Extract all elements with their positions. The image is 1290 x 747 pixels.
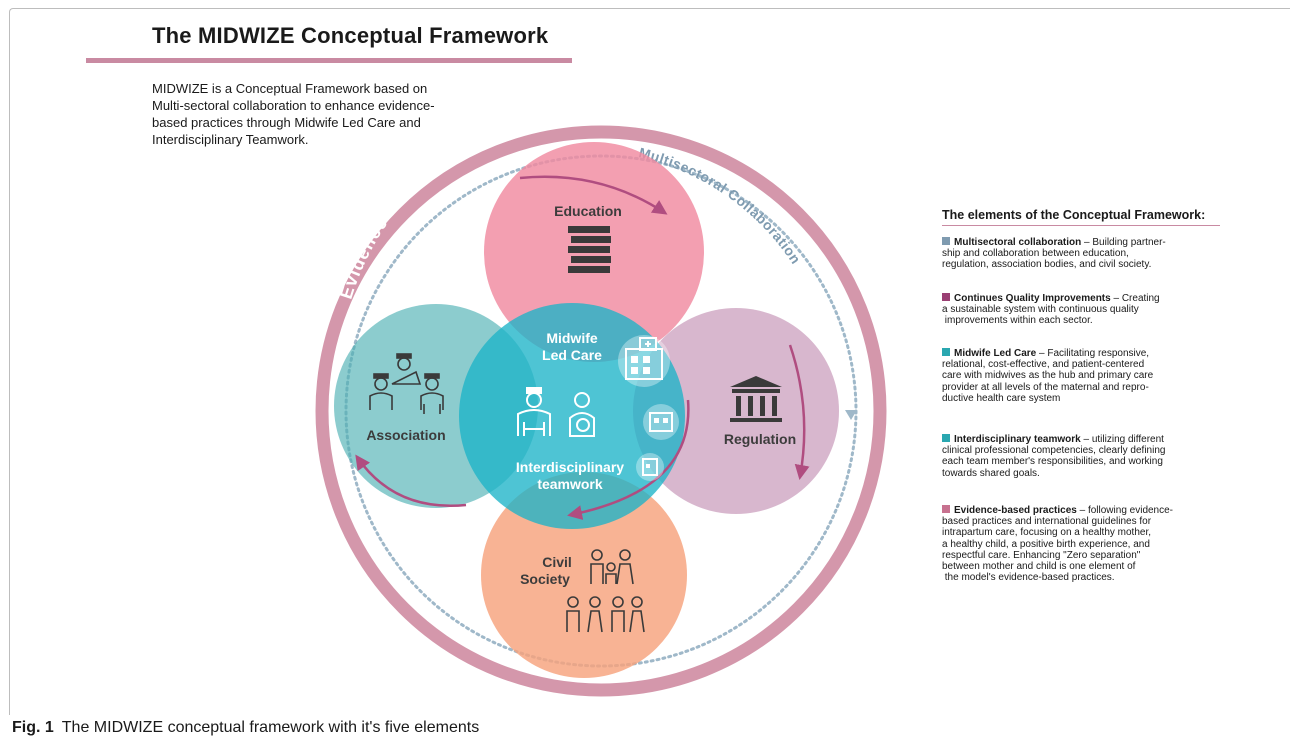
association-label: Association xyxy=(366,427,445,443)
element-color-square xyxy=(942,434,950,442)
family-icon xyxy=(590,549,634,585)
education-label: Education xyxy=(554,203,622,219)
figure-caption: Fig. 1 The MIDWIZE conceptual framework w… xyxy=(12,719,479,737)
element-item-midwife-led-care: Midwife Led Care – Facilitating responsi… xyxy=(942,348,1154,404)
element-item-evidence-based-practices: Evidence-based practices – following evi… xyxy=(942,505,1174,584)
civil-society-label-line2: Society xyxy=(520,571,570,587)
arrow-education xyxy=(519,175,668,215)
dotted-ring-arrowhead xyxy=(845,410,857,420)
clinic-icon xyxy=(643,404,679,440)
pregnant-woman-icon xyxy=(569,392,595,437)
title-underline xyxy=(86,58,572,63)
element-item-quality-improvements: Continues Quality Improvements – Creatin… xyxy=(942,293,1160,327)
element-item-interdisciplinary-teamwork: Interdisciplinary teamwork – utilizing d… xyxy=(942,434,1166,479)
figure-frame xyxy=(9,8,1290,715)
element-item-multisectoral: Multisectoral collaboration – Building p… xyxy=(942,237,1166,271)
figure-caption-text: The MIDWIZE conceptual framework with it… xyxy=(61,719,480,736)
outer-ring xyxy=(315,125,887,697)
books-icon xyxy=(568,226,611,273)
arrow-regulation xyxy=(788,344,810,480)
civil-society-label-line1: Civil xyxy=(542,554,572,570)
team-meeting-icon xyxy=(369,353,444,414)
interdisciplinary-line2: teamwork xyxy=(537,476,603,492)
courthouse-icon xyxy=(730,376,782,422)
elements-heading: The elements of the Conceptual Framework… xyxy=(942,208,1206,222)
elements-heading-underline xyxy=(942,225,1220,226)
arrow-association xyxy=(355,454,467,507)
civil-society-circle xyxy=(481,472,687,678)
midwife-icon xyxy=(517,387,551,436)
midwife-led-care-line1: Midwife xyxy=(546,330,598,346)
arrow-center xyxy=(567,399,690,520)
figure-caption-label: Fig. 1 xyxy=(12,719,54,736)
small-clinic-icon xyxy=(636,453,664,481)
element-color-square xyxy=(942,237,950,245)
regulation-label: Regulation xyxy=(724,431,796,447)
intro-text: MIDWIZE is a Conceptual Framework based … xyxy=(152,81,435,147)
hospital-icon xyxy=(618,335,670,387)
midwife-led-care-line2: Led Care xyxy=(542,347,602,363)
element-color-square xyxy=(942,293,950,301)
element-color-square xyxy=(942,505,950,513)
people-icon xyxy=(566,596,645,633)
element-color-square xyxy=(942,348,950,356)
page-title: The MIDWIZE Conceptual Framework xyxy=(152,23,549,48)
interdisciplinary-line1: Interdisciplinary xyxy=(516,459,624,475)
